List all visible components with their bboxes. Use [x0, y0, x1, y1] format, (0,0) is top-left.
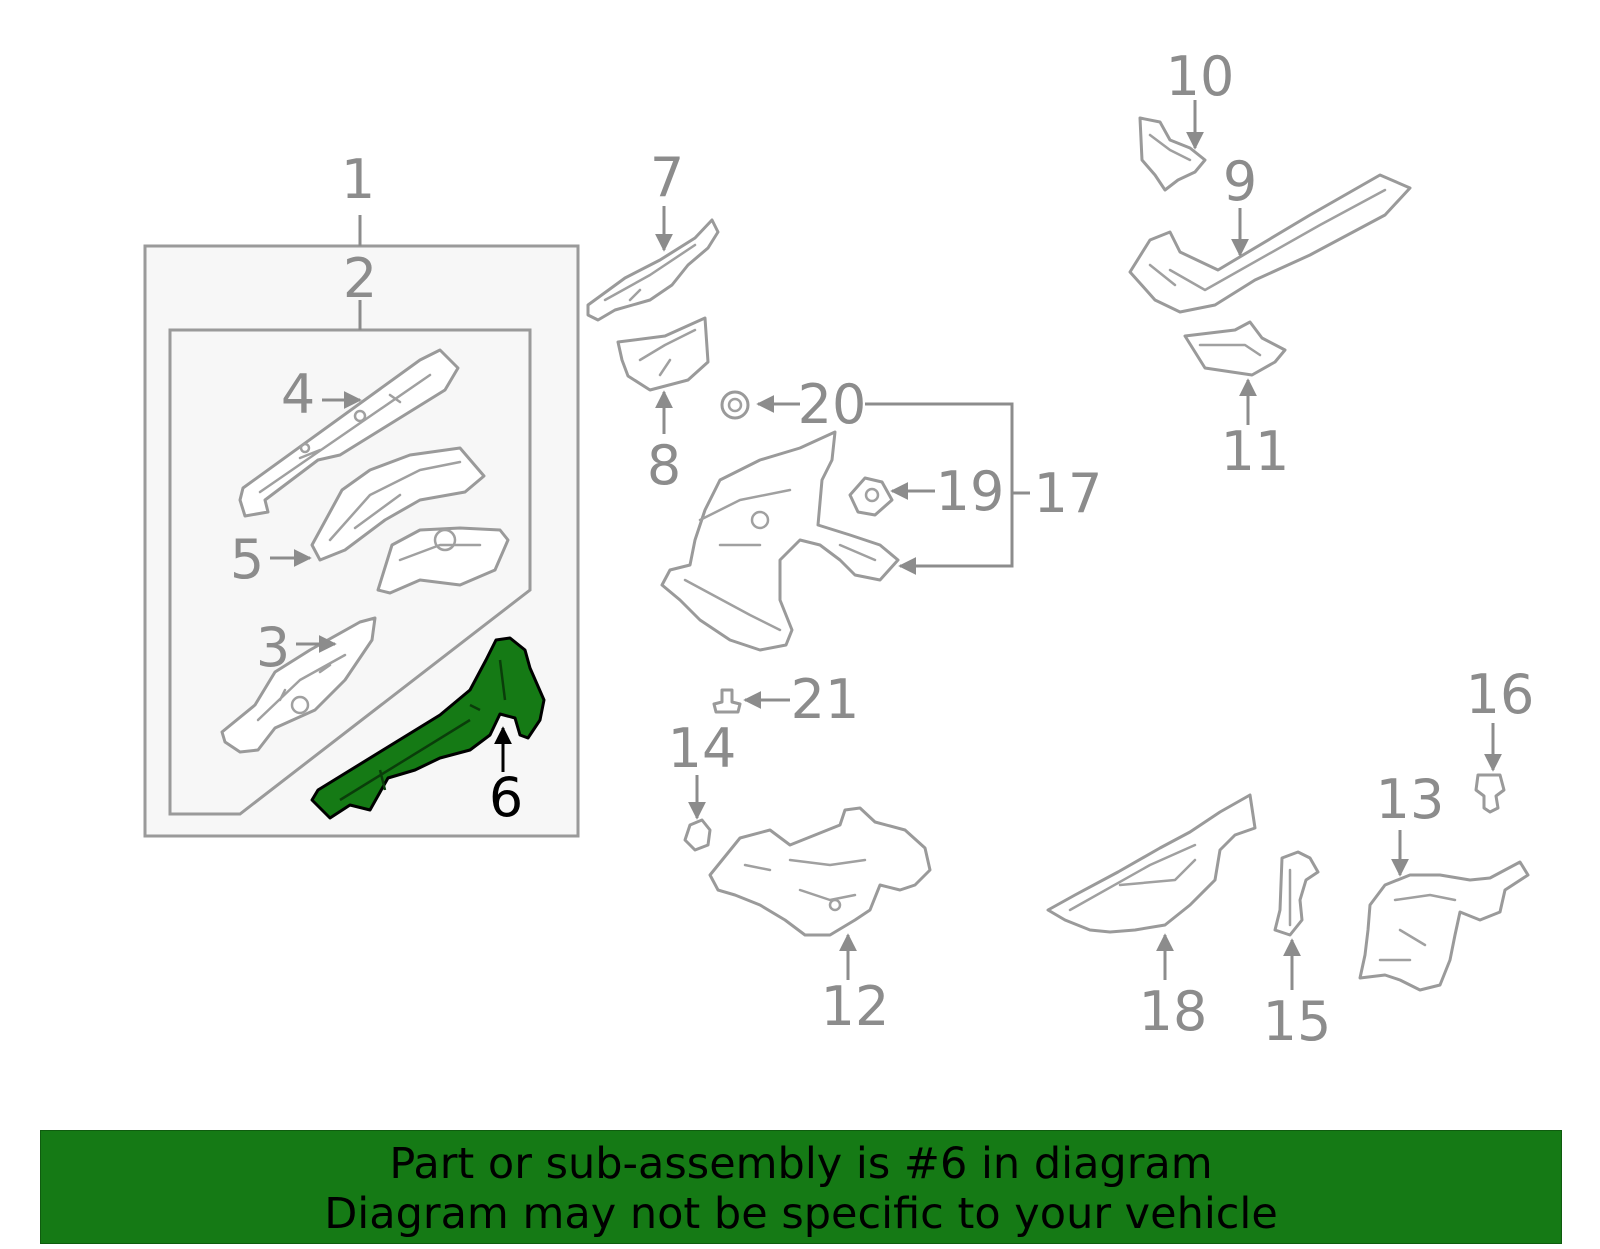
leader-lines: [270, 100, 1502, 990]
callout-7: 7: [650, 146, 684, 209]
part-18: [1046, 793, 1257, 934]
callout-8: 8: [647, 434, 681, 497]
part-16: [1474, 773, 1506, 814]
info-banner: Part or sub-assembly is #6 in diagram Di…: [40, 1130, 1562, 1244]
callout-1: 1: [341, 148, 375, 211]
callout-15: 15: [1263, 990, 1332, 1053]
callout-17: 17: [1034, 462, 1103, 525]
banner-line-part-info: Part or sub-assembly is #6 in diagram: [389, 1139, 1213, 1189]
part-13: [1358, 860, 1530, 992]
banner-line-disclaimer: Diagram may not be specific to your vehi…: [324, 1189, 1278, 1239]
callout-20: 20: [798, 373, 867, 436]
part-20: [720, 390, 750, 420]
callout-3: 3: [256, 616, 290, 679]
callout-18: 18: [1139, 980, 1208, 1043]
part-9: [1128, 173, 1412, 314]
callout-5: 5: [230, 528, 264, 591]
part-14: [683, 818, 712, 852]
callout-13: 13: [1376, 768, 1445, 831]
part-21: [712, 688, 742, 714]
callout-19: 19: [936, 460, 1005, 523]
part-5: [310, 446, 510, 595]
callout-12: 12: [821, 975, 890, 1038]
callout-11: 11: [1221, 420, 1290, 483]
callout-6: 6: [489, 766, 523, 829]
callout-9: 9: [1223, 150, 1257, 213]
callout-21: 21: [791, 668, 860, 731]
callout-16: 16: [1466, 663, 1535, 726]
part-4: [238, 348, 460, 518]
callout-4: 4: [281, 363, 315, 426]
callout-10: 10: [1166, 45, 1235, 108]
part-12: [708, 806, 932, 937]
part-8: [616, 316, 710, 392]
part-17: [660, 430, 900, 652]
part-7: [586, 218, 720, 322]
part-10: [1138, 116, 1207, 192]
part-19: [848, 476, 894, 517]
callout-14: 14: [668, 717, 737, 780]
part-15: [1273, 850, 1320, 937]
part-11: [1183, 320, 1287, 377]
part-6-highlighted: [310, 636, 546, 820]
callout-2: 2: [343, 247, 377, 310]
